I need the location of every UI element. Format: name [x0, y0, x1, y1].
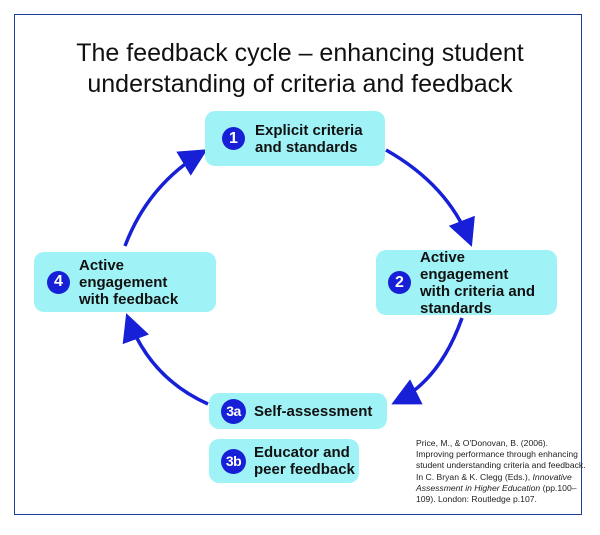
arrow-1-to-2: [385, 148, 475, 247]
citation-text: Price, M., & O'Donovan, B. (2006). Impro…: [416, 438, 586, 482]
step-2-number: 2: [388, 271, 411, 294]
step-2-label: Active engagement with criteria and stan…: [420, 248, 536, 317]
step-3b-label: Educator and peer feedback: [254, 444, 355, 478]
citation: Price, M., & O'Donovan, B. (2006). Impro…: [416, 438, 586, 505]
arrow-3a-to-4: [122, 313, 209, 406]
step-4-label: Active engagement with feedback: [79, 256, 179, 308]
step-4-box: 4 Active engagement with feedback: [34, 252, 216, 312]
step-3a-label: Self-assessment: [254, 402, 373, 420]
arrow-4-to-1: [123, 149, 208, 247]
step-3a-box: 3a Self-assessment: [209, 393, 387, 429]
citation-pages: (pp.100–109). London: Routledge p.107.: [416, 482, 577, 505]
step-3a-number: 3a: [221, 398, 246, 424]
step-4-number: 4: [47, 270, 70, 294]
diagram-title: The feedback cycle – enhancing student u…: [20, 38, 580, 100]
step-1-label: Explicit criteria and standards: [255, 121, 363, 156]
step-1-number: 1: [222, 127, 245, 150]
arrow-2-to-3a: [391, 317, 464, 405]
step-2-box: 2 Active engagement with criteria and st…: [376, 248, 557, 317]
title-line-1: The feedback cycle – enhancing student: [76, 39, 524, 67]
title-line-2: understanding of criteria and feedback: [87, 70, 513, 98]
citation-book-title: Innovative Assessment in Higher Educatio…: [416, 471, 572, 493]
step-3b-number: 3b: [221, 448, 246, 474]
step-1-box: 1 Explicit criteria and standards: [205, 111, 385, 166]
step-3b-box: 3b Educator and peer feedback: [209, 439, 359, 483]
